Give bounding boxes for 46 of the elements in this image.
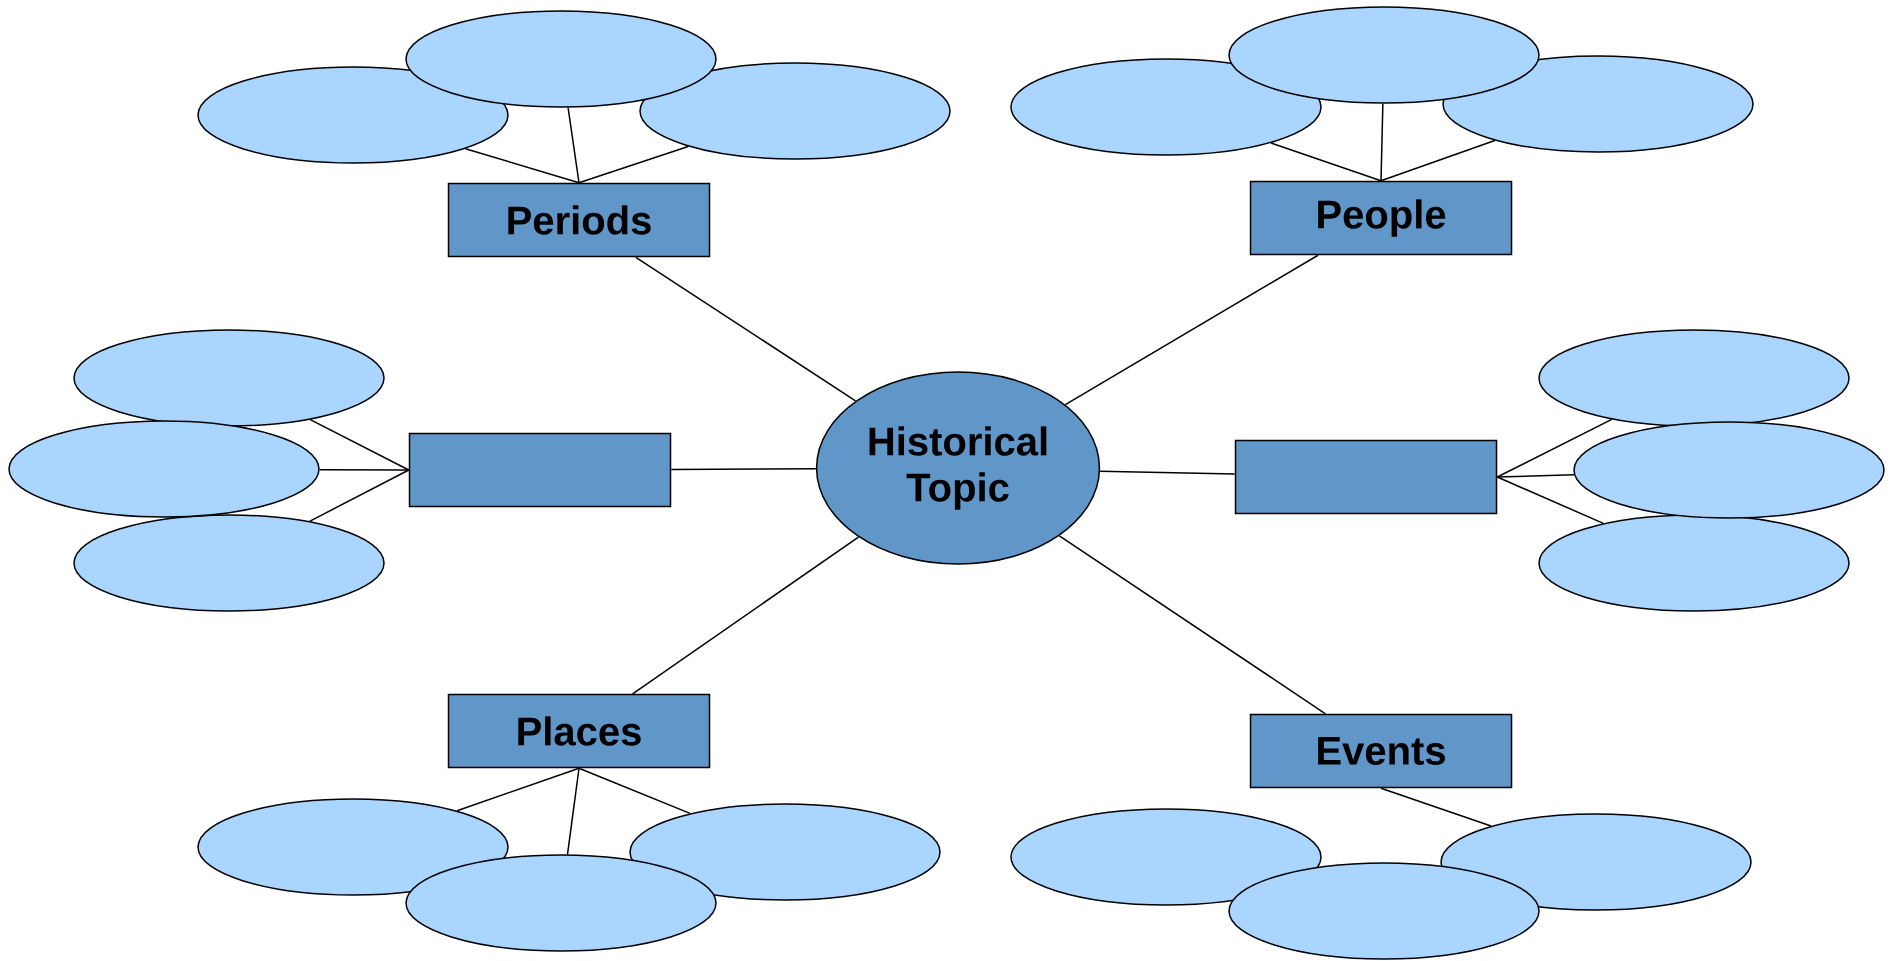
connector-line xyxy=(319,468,410,471)
blank-ellipse xyxy=(197,798,509,896)
connector-line xyxy=(1380,787,1492,827)
connector-line xyxy=(631,536,860,695)
blank-ellipse xyxy=(1538,329,1850,427)
connector-line xyxy=(566,767,580,856)
blank-ellipse xyxy=(1010,58,1322,156)
connector-line xyxy=(456,767,580,812)
connector-line xyxy=(1058,535,1327,715)
connector-line xyxy=(1380,103,1384,182)
blank-ellipse xyxy=(1573,421,1885,519)
topic-box xyxy=(408,432,672,508)
topic-box: Places xyxy=(447,693,711,769)
blank-ellipse xyxy=(1440,813,1752,911)
connector-line xyxy=(578,767,691,815)
blank-ellipse xyxy=(73,514,385,612)
connector-line xyxy=(670,467,817,471)
connector-line xyxy=(1496,476,1605,525)
connector-line xyxy=(1496,418,1613,478)
blank-ellipse xyxy=(1228,862,1540,960)
connector-line xyxy=(567,106,580,184)
connector-line xyxy=(308,469,410,523)
connector-line xyxy=(309,418,410,471)
topic-box xyxy=(1234,439,1498,515)
connector-line xyxy=(578,145,689,184)
topic-box: People xyxy=(1249,180,1513,256)
topic-box: Events xyxy=(1249,713,1513,789)
connector-line xyxy=(635,256,857,402)
blank-ellipse xyxy=(639,62,951,160)
blank-ellipse xyxy=(73,329,385,427)
connector-line xyxy=(1496,473,1575,478)
topic-box: Periods xyxy=(447,182,711,258)
blank-ellipse xyxy=(629,803,941,901)
blank-ellipse xyxy=(1538,514,1850,612)
blank-ellipse xyxy=(1010,808,1322,906)
blank-ellipse xyxy=(197,66,509,164)
blank-ellipse xyxy=(8,420,320,518)
blank-ellipse xyxy=(405,10,717,108)
blank-ellipse xyxy=(1442,55,1754,153)
connector-line xyxy=(1099,470,1236,475)
connector-line xyxy=(1270,142,1382,182)
connector-line xyxy=(1380,139,1496,182)
connector-line xyxy=(1064,254,1319,406)
connector-line xyxy=(464,147,580,184)
blank-ellipse xyxy=(1228,6,1540,104)
blank-ellipse xyxy=(405,854,717,952)
